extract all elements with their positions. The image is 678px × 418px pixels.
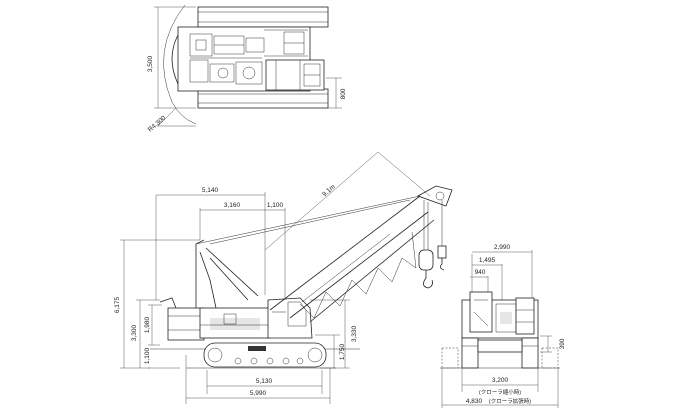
length-5130-label: 5,130 (256, 378, 273, 385)
height-1750-label: 1,750 (339, 343, 346, 360)
main-hook-block (418, 249, 434, 271)
height-3300-label: 3,300 (131, 324, 138, 341)
top-radius-label: R4,300 (147, 114, 168, 133)
boom-head (417, 185, 453, 207)
front-cab (469, 291, 493, 333)
boom-length-line (264, 151, 379, 251)
front-crawler-left (461, 337, 479, 369)
width-940-label: 940 (475, 269, 486, 276)
counterweight (167, 307, 205, 341)
dim-1100-top-label: 1,100 (267, 202, 284, 209)
aux-hook (437, 245, 447, 259)
dim-3160-label: 3,160 (224, 202, 241, 209)
length-5990-label: 5,990 (250, 390, 267, 397)
dim-5140-label: 5,140 (202, 187, 219, 194)
top-track-upper (197, 6, 329, 28)
boom-length-label: 9.1m (321, 183, 337, 198)
height-6175-label: 6,175 (114, 296, 121, 313)
height-3330-label: 3,330 (351, 325, 358, 342)
width-4830-label: 4,830 (466, 398, 483, 405)
height-1100-label: 1,100 (144, 347, 151, 364)
label-crawler-retracted: (クローラ縮小時) (479, 388, 521, 396)
front-crawler-right (521, 337, 539, 369)
top-offset-label: 800 (340, 88, 347, 99)
label-crawler-extended: (クローラ拡張時) (489, 397, 531, 405)
top-width-label: 3,500 (147, 55, 154, 72)
side-crawler (203, 342, 327, 368)
width-1495-label: 1,495 (479, 257, 496, 264)
front-view (440, 250, 560, 408)
boom-lattice (195, 195, 435, 323)
swing-radius-arc (163, 4, 197, 125)
height-1980-label: 1,980 (144, 316, 151, 333)
top-track-lower (197, 88, 329, 109)
width-2990-label: 2,990 (494, 244, 511, 251)
side-view (120, 151, 453, 404)
top-view (154, 4, 342, 127)
mast (195, 239, 205, 308)
width-3200-label: 3,200 (492, 377, 509, 384)
clearance-390-label: 390 (559, 338, 566, 349)
